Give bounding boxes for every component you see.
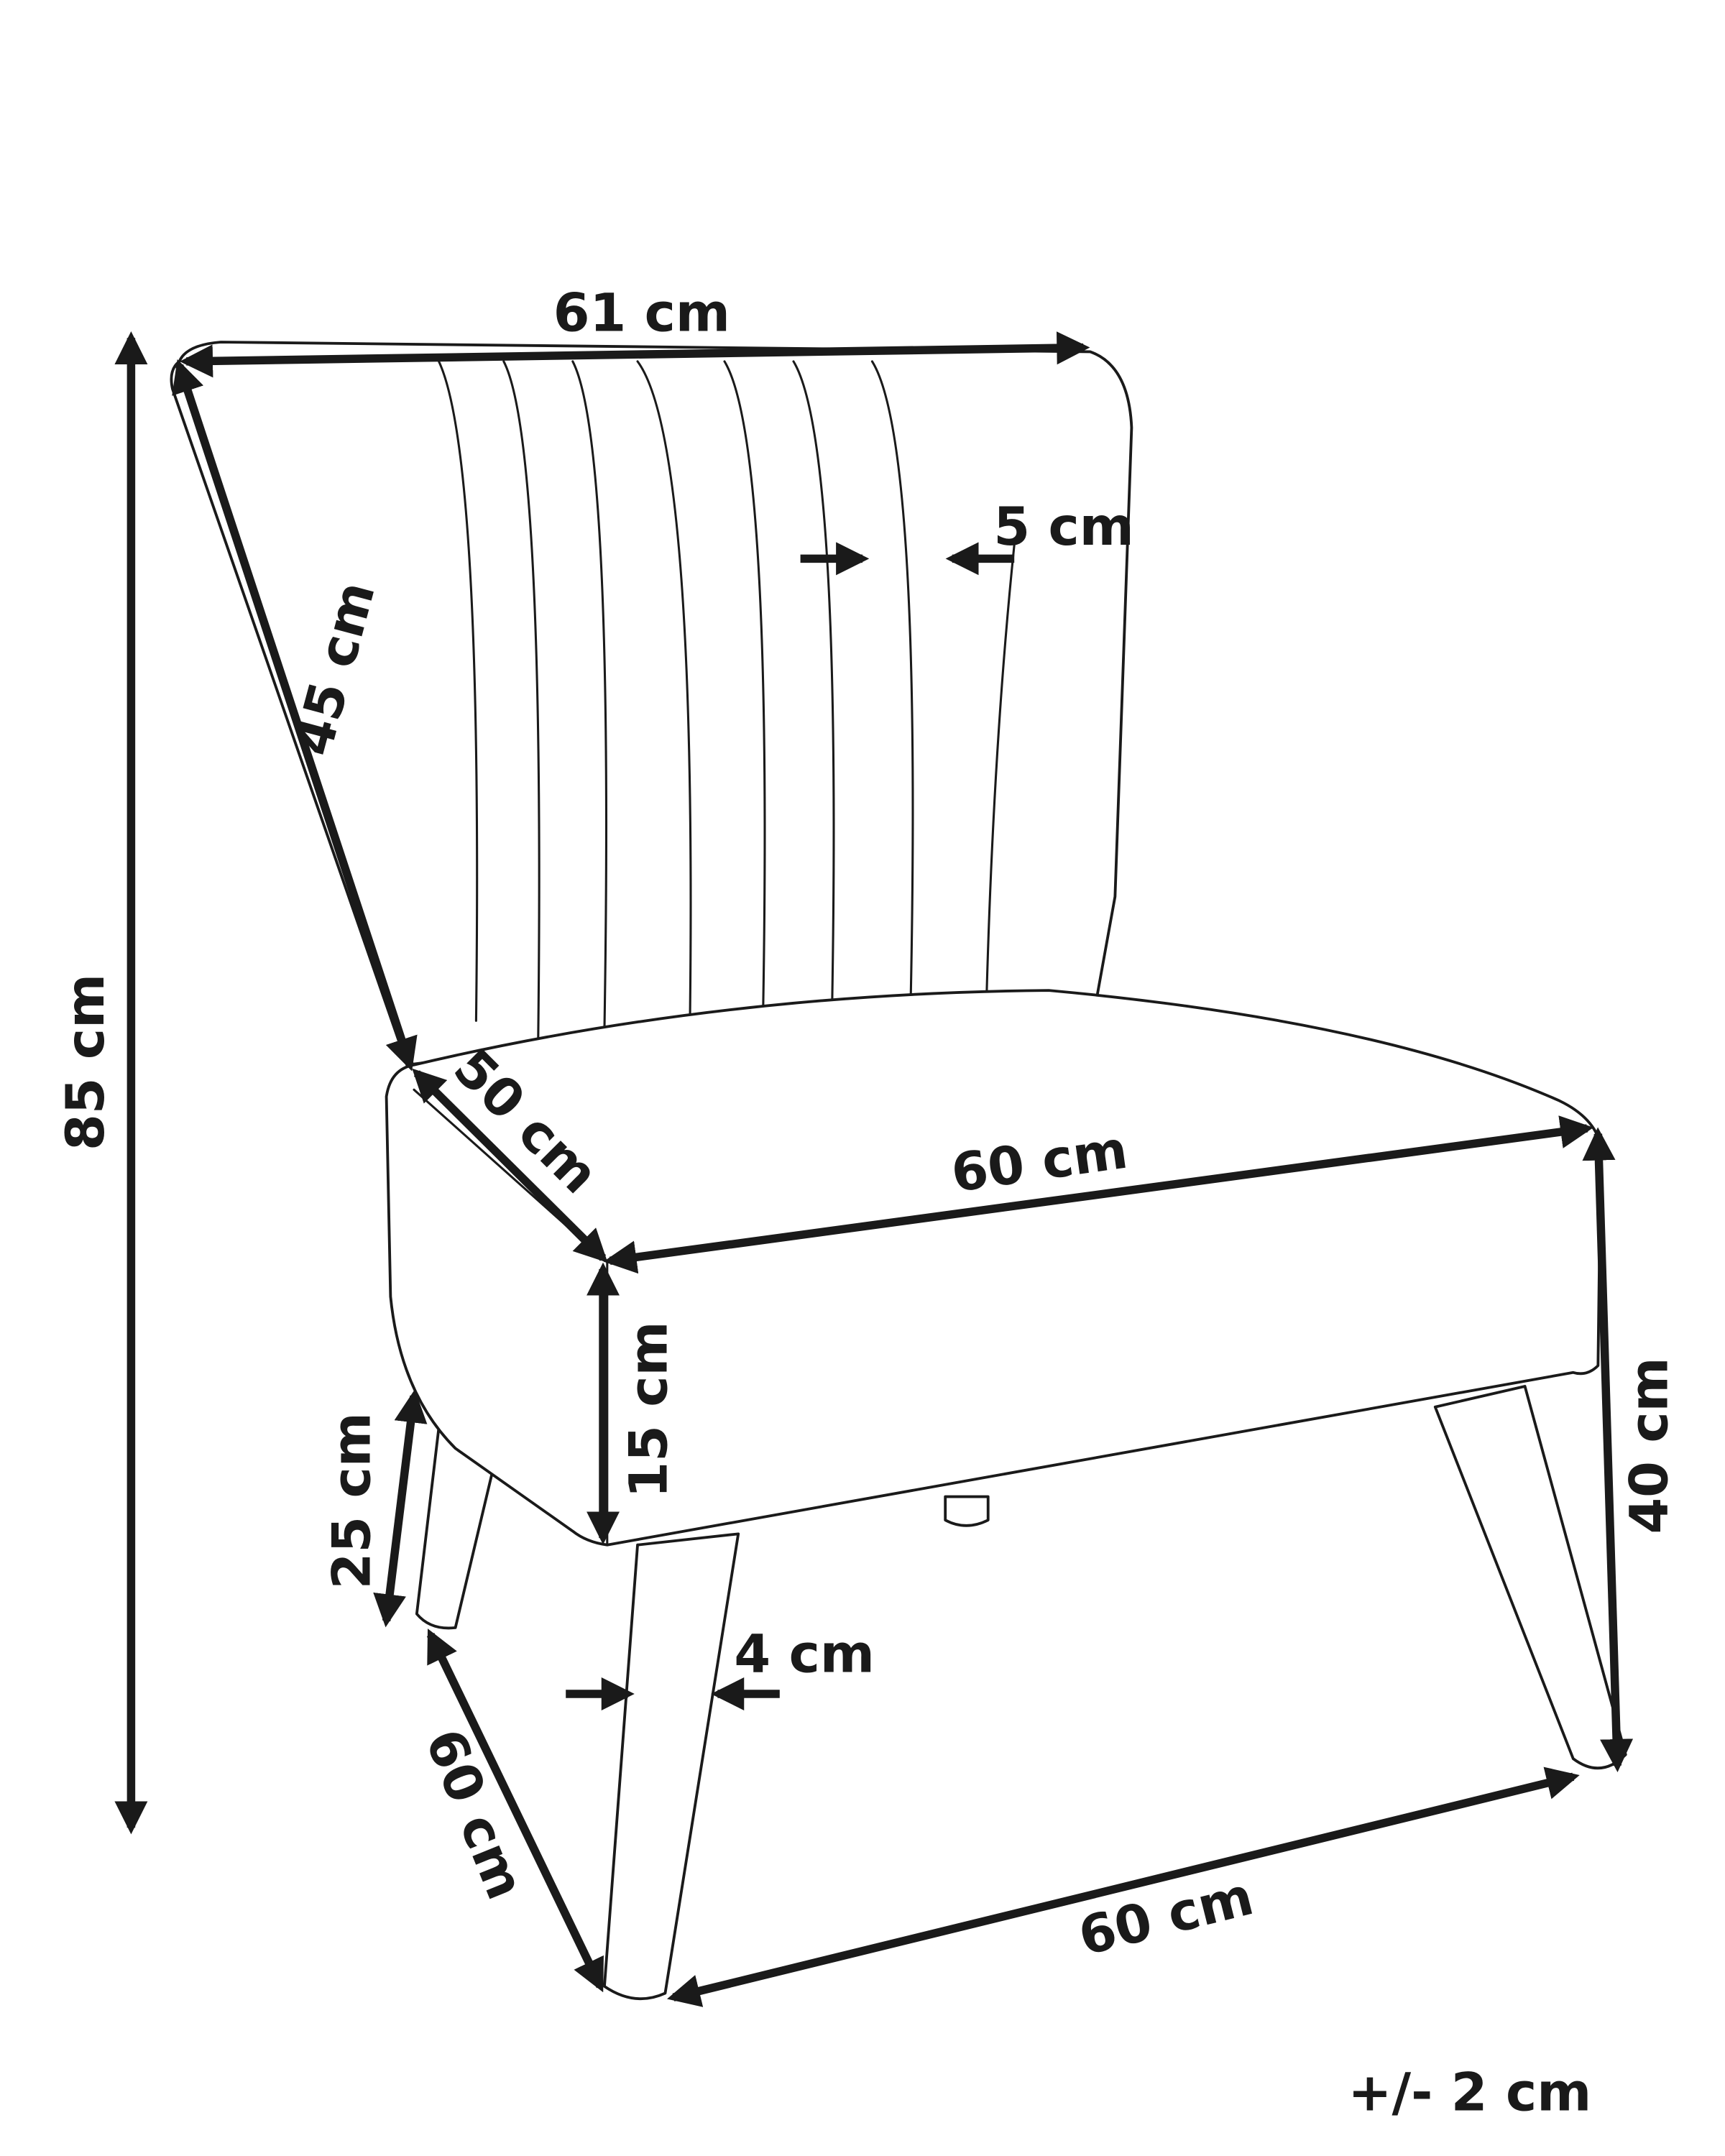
- chair-drawing: [170, 341, 1627, 2001]
- label-tolerance: +/- 2 cm: [1348, 2063, 1591, 2124]
- front-left-leg: [603, 1532, 740, 2001]
- label-leg-span-width: 60 cm: [1073, 1866, 1259, 1968]
- label-leg-width: 4 cm: [734, 1623, 874, 1685]
- label-seat-height: 40 cm: [1619, 1357, 1680, 1534]
- seat-cushion: [385, 989, 1603, 1547]
- label-leg-height: 25 cm: [322, 1412, 383, 1589]
- back-right-leg: [1433, 1385, 1627, 1770]
- label-total-height: 85 cm: [55, 974, 116, 1151]
- dimension-labels: 61 cm 5 cm 45 cm 85 cm 50 cm 60 cm 15 cm…: [55, 283, 1680, 2124]
- center-foot: [944, 1495, 990, 1527]
- label-top-width: 61 cm: [553, 283, 730, 344]
- dimension-arrows: [114, 331, 1634, 2007]
- label-seat-thickness: 15 cm: [618, 1322, 679, 1498]
- label-channel-width: 5 cm: [993, 497, 1133, 558]
